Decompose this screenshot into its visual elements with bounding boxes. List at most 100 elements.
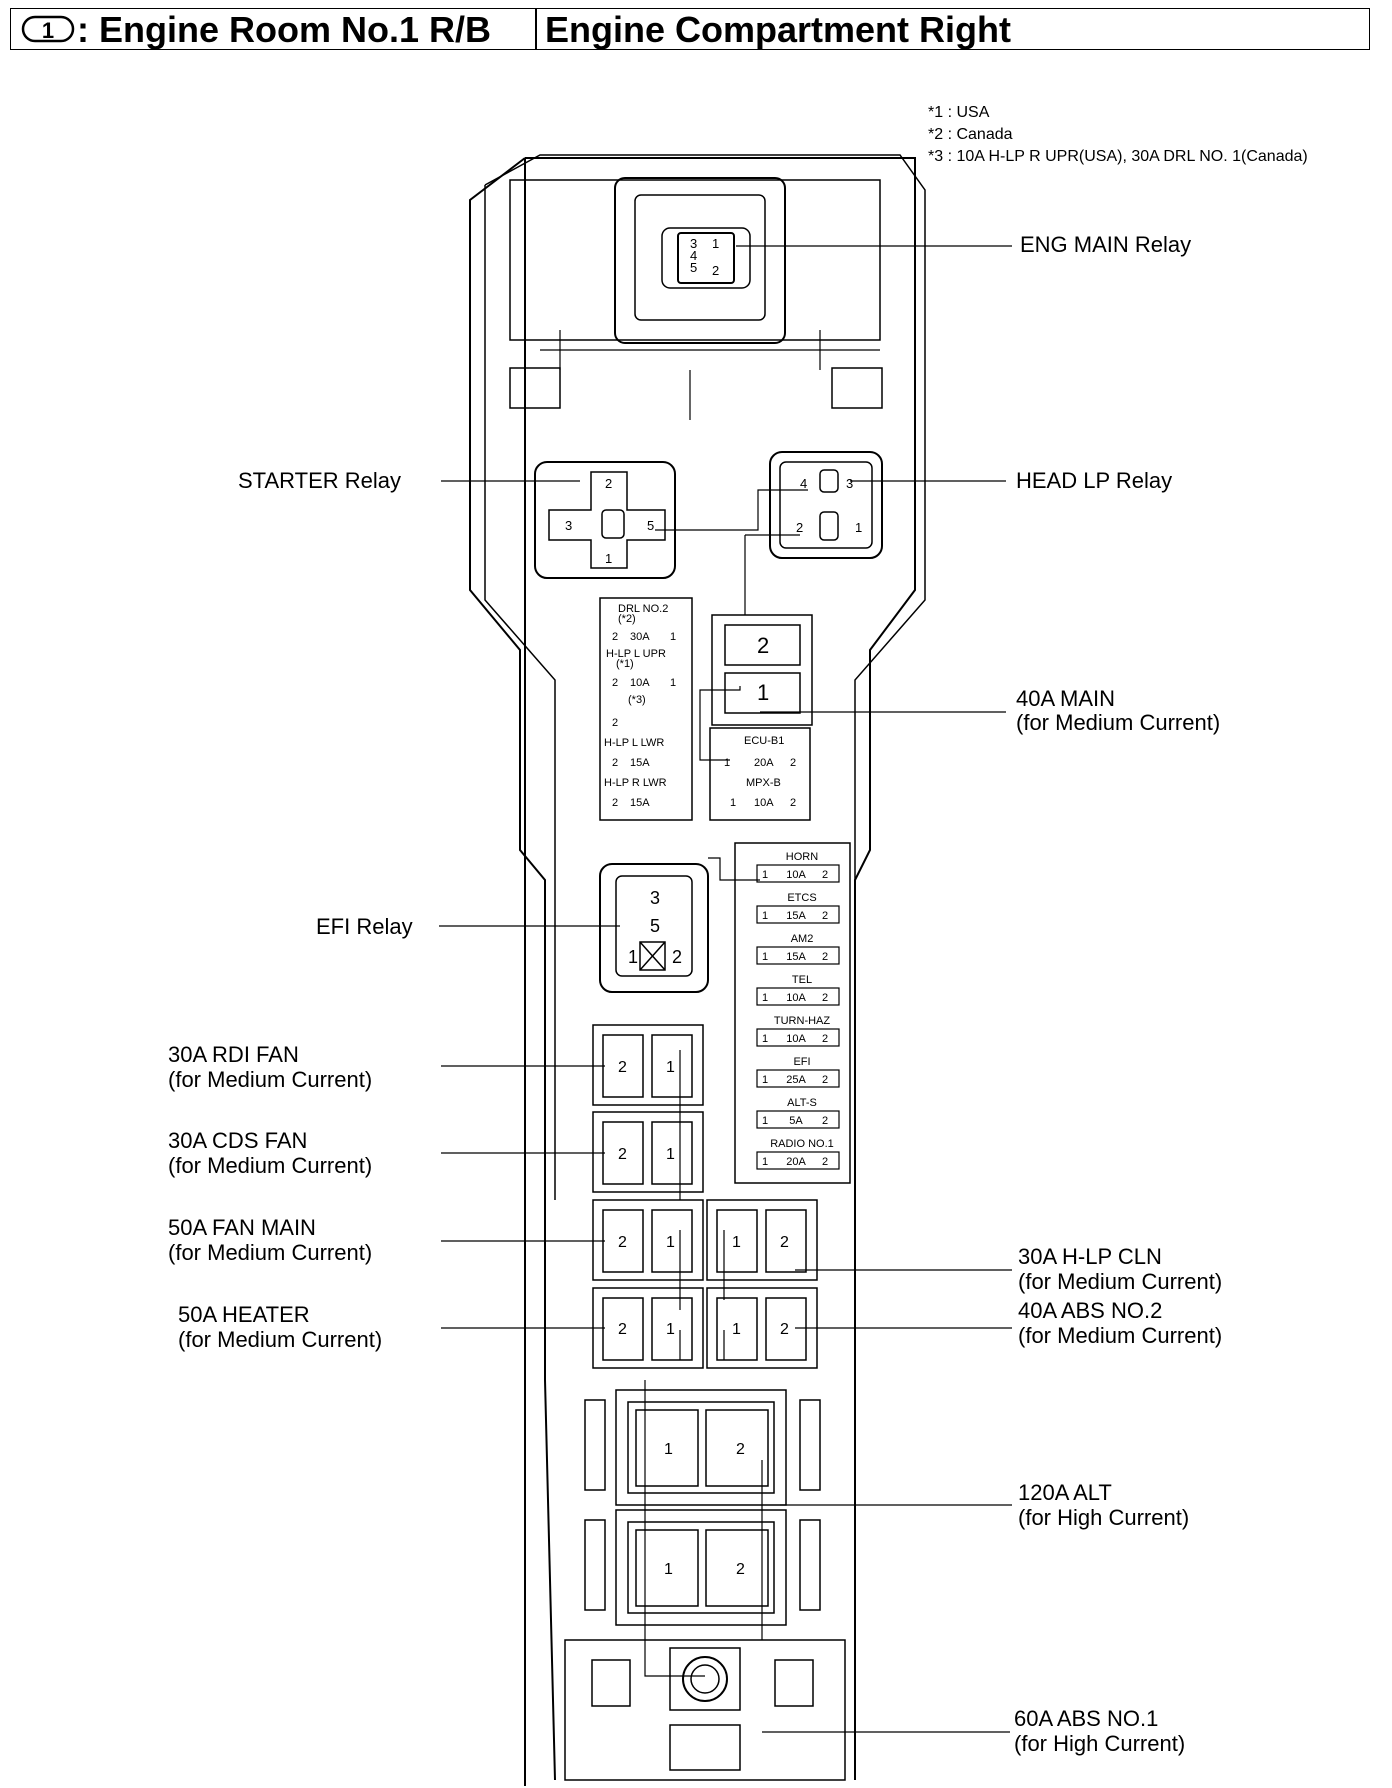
fuse-amperage: 20A [786, 1156, 806, 1168]
svg-text:H-LP L LWR: H-LP L LWR [604, 737, 664, 749]
svg-text:1: 1 [666, 1059, 675, 1076]
heater-fuse [592, 1287, 704, 1369]
fuse-amperage: 15A [786, 951, 806, 963]
fuse-pin: 1 [762, 1115, 768, 1127]
svg-text:H-LP L UPR: H-LP L UPR [606, 648, 666, 660]
diagram-header: 1 : Engine Room No.1 R/B Engine Compartm… [10, 8, 1370, 50]
abs-no2-current: (for Medium Current) [1018, 1323, 1222, 1348]
head-lp-relay-label: HEAD LP Relay [1016, 468, 1172, 493]
right-fuse-panel [734, 842, 851, 1184]
svg-text:1: 1 [732, 1234, 741, 1251]
svg-text:1: 1 [670, 677, 676, 689]
fuse-name: TEL [792, 974, 812, 986]
alt-120a-label: 120A ALT [1018, 1480, 1112, 1505]
svg-text:1: 1 [724, 757, 730, 769]
fuse-amperage: 25A [786, 1074, 806, 1086]
efi-relay-label: EFI Relay [316, 914, 413, 939]
left-fuse-labels: DRL NO.2 (*2) 2 30A 1 H-LP L UPR (*1) 2 … [604, 603, 676, 809]
fuse-name: HORN [786, 851, 818, 863]
svg-text:1: 1 [664, 1561, 673, 1578]
starter-relay-label: STARTER Relay [238, 468, 401, 493]
svg-text:2: 2 [712, 263, 719, 278]
main-40a-label: 40A MAIN [1016, 686, 1115, 711]
svg-text:1: 1 [664, 1441, 673, 1458]
alt-120a-current: (for High Current) [1018, 1505, 1189, 1530]
rdi-fan-current: (for Medium Current) [168, 1067, 372, 1092]
svg-text:2: 2 [618, 1234, 627, 1251]
svg-text:1: 1 [605, 551, 612, 566]
svg-text:1: 1 [730, 797, 736, 809]
svg-text:2: 2 [790, 797, 796, 809]
page-title: : Engine Room No.1 R/B [77, 9, 491, 50]
battery-terminal-block [564, 1639, 846, 1781]
head-lp-relay-pins: 4 3 2 1 [796, 476, 862, 535]
fuse-name: TURN-HAZ [774, 1015, 830, 1027]
main-40a-housing [711, 614, 813, 726]
cds-fan-label: 30A CDS FAN [168, 1128, 307, 1153]
head-lp-relay-socket [769, 451, 883, 559]
svg-text:5: 5 [690, 260, 697, 275]
fuse-pin: 2 [822, 1156, 828, 1168]
svg-text:2: 2 [612, 677, 618, 689]
svg-text:2: 2 [618, 1146, 627, 1163]
svg-text:H-LP R LWR: H-LP R LWR [604, 777, 667, 789]
fuse-amperage: 10A [786, 1033, 806, 1045]
svg-text:3: 3 [565, 518, 572, 533]
fuse-pin: 2 [822, 1115, 828, 1127]
right-clip [831, 367, 883, 409]
fuse-body [756, 1069, 840, 1088]
svg-text:1: 1 [628, 947, 638, 967]
fuse-pin: 2 [822, 951, 828, 963]
page-subtitle: Engine Compartment Right [545, 9, 1011, 50]
svg-text:2: 2 [612, 757, 618, 769]
alt-120a-fuse [615, 1389, 787, 1506]
fuse-name: ALT-S [787, 1097, 817, 1109]
efi-relay-pins: 3 5 1 2 [628, 888, 682, 967]
svg-text:2: 2 [780, 1321, 789, 1338]
note-1: *1 : USA [928, 104, 990, 121]
svg-text:15A: 15A [630, 797, 650, 809]
svg-text:30A: 30A [630, 631, 650, 643]
svg-text:3: 3 [690, 236, 697, 251]
top-cap [509, 179, 881, 341]
svg-text:3: 3 [846, 476, 853, 491]
svg-text:1: 1 [712, 236, 719, 251]
svg-text:MPX-B: MPX-B [746, 777, 781, 789]
fuse-amperage: 10A [786, 992, 806, 1004]
svg-text:1: 1 [666, 1321, 675, 1338]
starter-relay-pins: 2 3 5 1 [565, 476, 654, 566]
svg-text:2: 2 [618, 1059, 627, 1076]
fuse-body [756, 1151, 840, 1170]
fuse-pin: 1 [762, 910, 768, 922]
fuse-amperage: 15A [786, 910, 806, 922]
terminal-bolt [682, 1656, 728, 1702]
rdi-fan-label: 30A RDI FAN [168, 1042, 299, 1067]
svg-text:2: 2 [672, 947, 682, 967]
fuse-body [756, 946, 840, 965]
fuse-body [756, 864, 840, 883]
fuse-amperage: 10A [786, 869, 806, 881]
eng-main-relay-socket [614, 177, 786, 344]
svg-text:1: 1 [670, 631, 676, 643]
fuse-pin: 2 [822, 1033, 828, 1045]
svg-text:2: 2 [612, 631, 618, 643]
fuse-pin: 1 [762, 992, 768, 1004]
housing-inner [484, 154, 926, 1200]
ecu-mpx-panel [709, 727, 811, 821]
fuse-pin: 1 [762, 1033, 768, 1045]
svg-text:2: 2 [736, 1561, 745, 1578]
svg-text:3: 3 [650, 888, 660, 908]
svg-text:5: 5 [647, 518, 654, 533]
abs-no1-current: (for High Current) [1014, 1731, 1185, 1756]
svg-text:2: 2 [796, 520, 803, 535]
svg-text:1: 1 [666, 1146, 675, 1163]
fuse-name: RADIO NO.1 [770, 1138, 834, 1150]
svg-text:2: 2 [605, 476, 612, 491]
left-clip [509, 367, 561, 409]
fuse-amperage: 5A [789, 1115, 803, 1127]
abs-no2-label: 40A ABS NO.2 [1018, 1298, 1162, 1323]
fuse-body [756, 1028, 840, 1047]
svg-text:5: 5 [650, 916, 660, 936]
